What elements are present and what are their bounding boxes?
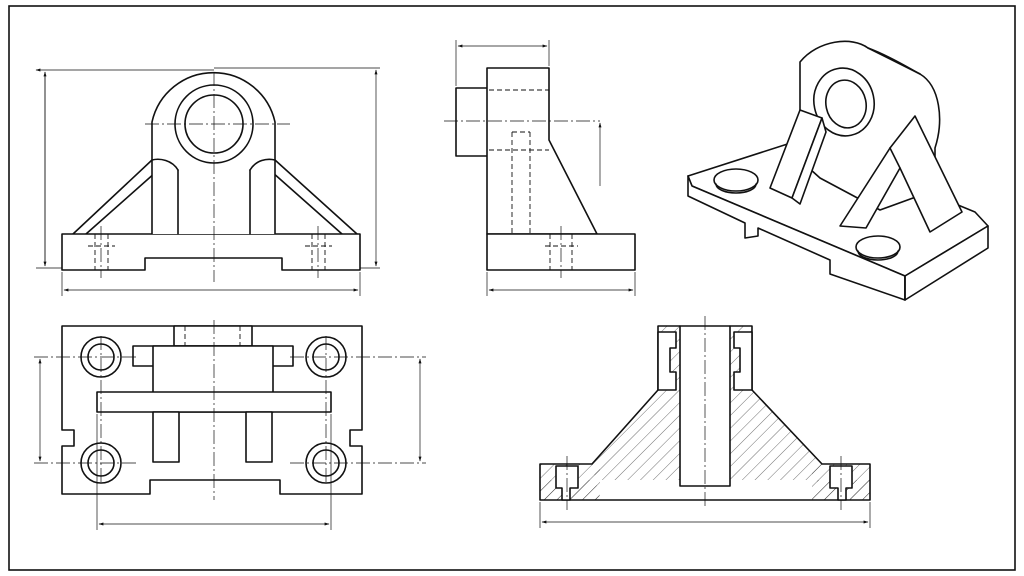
- isometric-view: [687, 40, 989, 301]
- front-view: [36, 68, 380, 296]
- side-view: [444, 40, 636, 296]
- section-view: [539, 316, 871, 528]
- sheet-border: [8, 5, 1016, 571]
- top-view: [34, 320, 426, 530]
